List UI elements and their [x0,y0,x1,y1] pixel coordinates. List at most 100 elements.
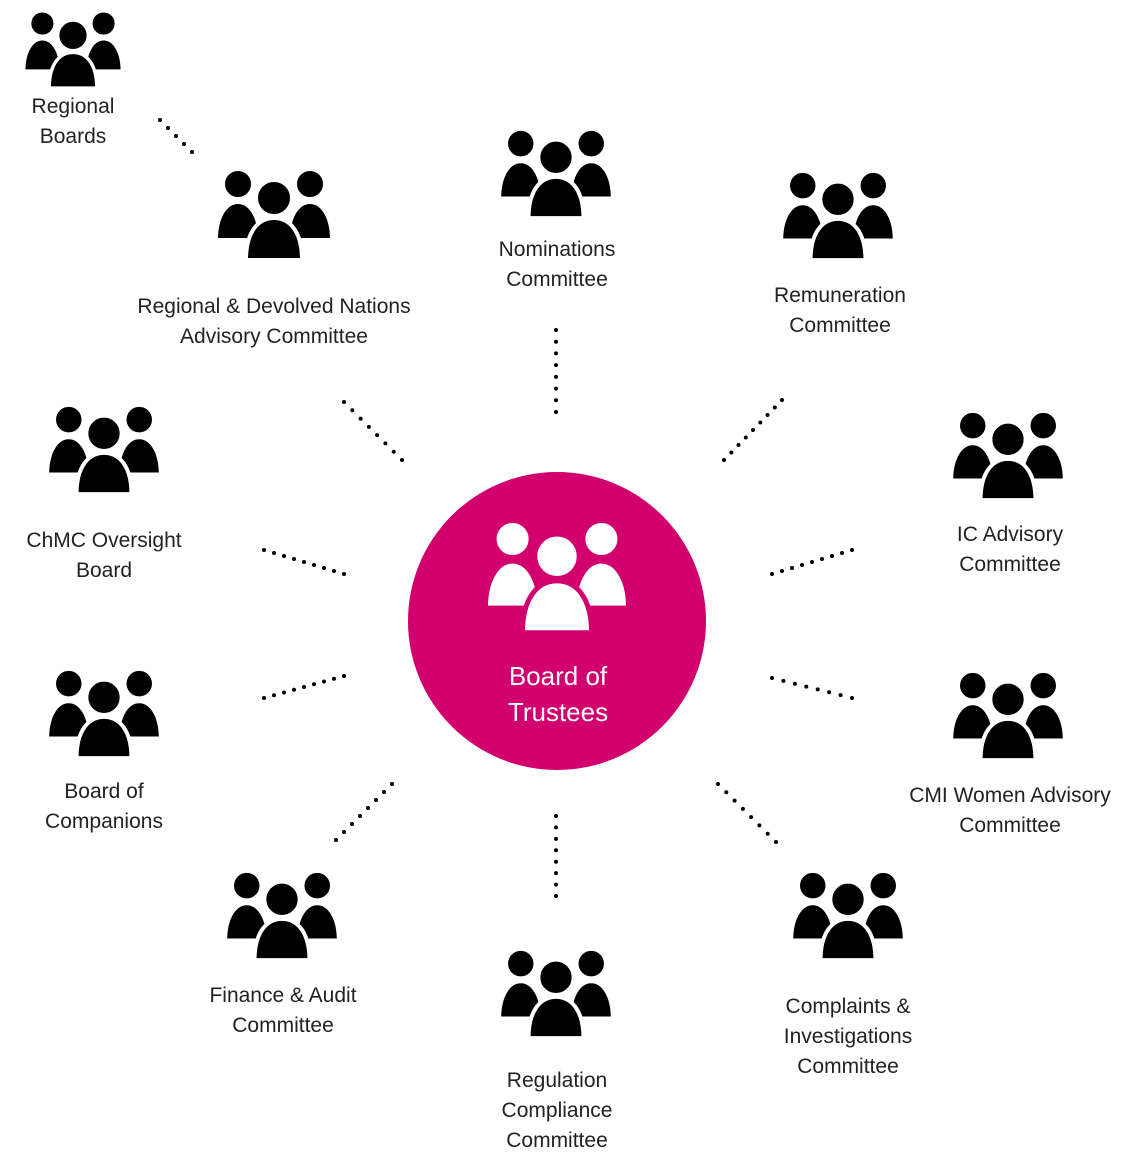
connector-dot [736,443,741,447]
connector-dot [792,681,797,686]
connector-dot [770,572,774,576]
connector-dot [554,374,558,379]
connector-dot [749,815,754,820]
connector-dot [292,687,296,692]
connector-dot [780,398,784,402]
connector-dot [724,790,729,795]
people-group-icon [44,666,164,760]
connector-dot [781,678,786,683]
connector-dot [780,569,784,573]
people-group-icon [788,868,908,962]
node-label-line: Remuneration [774,284,906,307]
node-board-of-companions: Board of Companions [45,777,163,837]
node-regional-devolved-committee: Regional & Devolved Nations Advisory Com… [137,292,410,352]
connector-dot [390,782,394,786]
connector-dot [815,687,820,692]
connector-dot [804,684,809,689]
node-label-line: Committee [789,314,891,337]
connector-dot [272,693,276,698]
connector-dot [350,822,354,826]
node-cmi-women-committee: CMI Women Advisory Committee [909,781,1111,841]
people-group-icon [496,126,616,220]
connector-dot [282,690,286,695]
connector-dot [772,405,777,410]
connector-dot [732,798,737,803]
connector-dot [262,696,266,700]
connector-dot [554,836,558,841]
node-finance-audit-committee: Finance & Audit Committee [209,981,356,1041]
connector-dot [342,674,346,678]
people-group-icon [483,516,631,636]
people-group-icon [496,946,616,1040]
connector-dot [729,450,734,455]
node-regulation-compliance-committee: Regulation Compliance Committee [502,1066,613,1156]
connector-dot [342,400,346,404]
node-label-line: ChMC Oversight [26,529,182,552]
connector-dot [716,782,720,786]
connector-dot [158,118,162,122]
connector-dot [383,441,388,446]
connector-dot [554,882,558,887]
connector-dot [292,557,296,561]
connector-dot [302,560,306,564]
connector-dot [840,551,844,555]
connector-dot [758,420,763,425]
connector-dot [190,150,194,154]
node-label-line: Companions [45,810,163,833]
connector-dot [554,351,558,356]
node-label-line: Compliance [501,1099,613,1122]
board-of-trustees-label: Board of Trustees [508,658,608,730]
people-group-icon [948,408,1068,502]
connector-dot [334,838,338,842]
connector-dot [332,569,336,573]
connector-dot [358,814,362,818]
node-label-line: Board [75,559,133,582]
node-label-line: Committee [232,1014,334,1037]
connector-dot [827,690,832,695]
connector-dot [312,682,316,687]
node-label-line: Regional [31,95,115,118]
connector-dot [800,563,804,567]
node-label-line: Committee [959,814,1061,837]
node-label-line: Committee [506,1129,608,1152]
connector-dot [350,408,355,413]
connector-dot [751,428,755,432]
node-complaints-committee: Complaints & Investigations Committee [784,992,912,1082]
connector-dot [554,328,558,332]
connector-dot [554,871,558,876]
connector-dot [366,424,371,429]
connector-dot [774,840,778,844]
node-label-line: Regulation [506,1069,608,1092]
node-label-line: Investigations [783,1025,913,1048]
connector-dot [765,831,770,836]
node-label-line: Committee [959,553,1061,576]
connector-dot [850,696,854,700]
connector-dot [174,134,178,138]
node-label-line: Committee [797,1055,899,1078]
connector-dot [262,548,266,552]
connector-dot [332,676,336,681]
node-label-line: Regional & Devolved Nations [137,295,411,318]
connector-dot [554,363,558,368]
connector-dot [374,798,378,802]
node-ic-advisory-committee: IC Advisory Committee [957,520,1063,580]
connector-dot [765,413,770,417]
connector-dot [391,449,396,454]
node-label-line: Nominations [498,238,616,261]
node-label-line: Finance & Audit [209,984,357,1007]
people-group-icon [22,8,124,90]
connector-dot [838,693,843,698]
connector-dot [322,679,326,684]
node-label-line: Committee [506,268,608,291]
connector-dot [554,859,558,864]
connector-dot [554,848,558,853]
connector-dot [375,433,380,438]
connector-dot [342,572,346,576]
center-label-line: Trustees [507,697,609,727]
connector-dot [757,823,762,828]
connector-dot [366,806,370,810]
node-chmc-oversight-board: ChMC Oversight Board [26,526,181,586]
connector-dot [182,142,186,146]
connector-dot [554,894,558,898]
